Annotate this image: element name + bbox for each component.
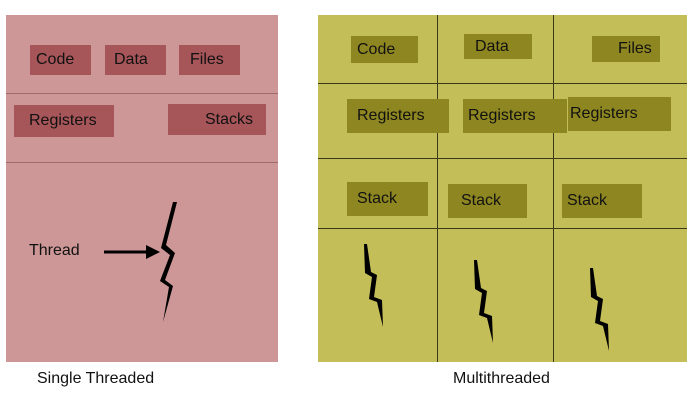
divider	[6, 93, 278, 94]
stack-box: Stack	[347, 182, 428, 216]
thread-label: Thread	[29, 242, 80, 259]
registers-label: Registers	[29, 112, 97, 129]
grid-line	[437, 15, 438, 362]
grid-line	[318, 228, 687, 229]
files-box: Files	[179, 45, 240, 75]
registers-box: Registers	[463, 99, 567, 133]
files-label: Files	[190, 51, 224, 68]
stack-label: Stack	[461, 192, 502, 209]
stack-box: Stack	[562, 184, 642, 218]
files-box: Files	[592, 36, 660, 62]
lightning-bolt-icon	[590, 268, 609, 351]
data-box: Data	[464, 34, 532, 59]
stacks-label: Stacks	[205, 110, 254, 128]
stack-label: Stack	[357, 190, 398, 207]
grid-line	[553, 15, 554, 362]
grid-line	[318, 158, 687, 159]
code-label: Code	[357, 40, 396, 58]
stack-label: Stack	[567, 192, 608, 209]
lightning-bolt-icon	[364, 244, 383, 327]
single-threaded-panel: Code Data Files Registers Stacks Thread	[6, 15, 278, 362]
data-label: Data	[475, 37, 509, 55]
stack-box: Stack	[448, 184, 527, 218]
multithreaded-caption: Multithreaded	[453, 370, 550, 387]
code-box: Code	[30, 45, 91, 75]
divider	[6, 162, 278, 163]
arrow-right-icon	[104, 245, 160, 259]
code-box: Code	[351, 36, 418, 63]
grid-line	[318, 83, 687, 84]
registers-label: Registers	[357, 107, 425, 124]
stacks-box: Stacks	[168, 104, 266, 135]
code-label: Code	[36, 51, 75, 68]
registers-box: Registers	[347, 99, 449, 133]
data-box: Data	[105, 45, 166, 75]
registers-label: Registers	[468, 107, 536, 124]
lightning-bolt-icon	[474, 260, 493, 343]
registers-label: Registers	[570, 105, 638, 122]
single-threaded-caption: Single Threaded	[37, 370, 155, 387]
registers-box: Registers	[14, 105, 114, 137]
files-label: Files	[618, 40, 652, 57]
lightning-bolt-icon	[160, 202, 177, 322]
registers-box: Registers	[568, 97, 671, 131]
data-label: Data	[114, 51, 148, 68]
multithreaded-panel: Code Data Files Registers Registers Regi…	[318, 15, 687, 362]
